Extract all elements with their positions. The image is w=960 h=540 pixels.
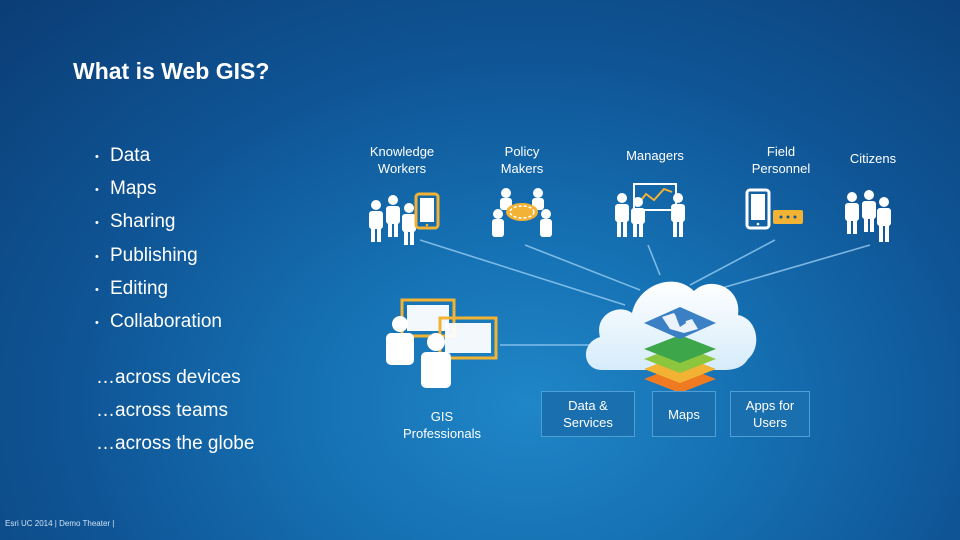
bullet-item: •Data — [95, 143, 222, 176]
role-knowledge-workers: Knowledge Workers — [369, 144, 435, 176]
apps-box: Apps for Users — [730, 391, 810, 437]
gis-workstation-icon — [386, 298, 498, 388]
meeting-icon — [492, 188, 552, 237]
role-policy-makers: Policy Makers — [500, 144, 544, 176]
across-teams: …across teams — [96, 400, 228, 421]
bullet-text: Data — [110, 145, 151, 166]
bullet-item: •Collaboration — [95, 309, 222, 342]
across-devices: …across devices — [96, 367, 241, 388]
footer-text: Esri UC 2014 | Demo Theater | — [5, 519, 115, 528]
presentation-icon — [615, 183, 685, 237]
role-gis-professionals: GIS Professionals — [402, 409, 482, 441]
bullet-text: Editing — [110, 277, 169, 299]
slide-title: What is Web GIS? — [73, 58, 270, 84]
bullet-list: •Data •Maps •Sharing •Publishing •Editin… — [95, 143, 222, 342]
bullet-item: •Sharing — [95, 209, 222, 242]
people-icon — [845, 190, 891, 242]
bullet-text: Publishing — [110, 244, 198, 266]
role-field-personnel: Field Personnel — [751, 144, 811, 176]
bullet-item: •Maps — [95, 176, 222, 209]
role-managers: Managers — [626, 148, 684, 163]
bullet-text: Collaboration — [110, 310, 222, 332]
tablet-icon — [414, 192, 440, 230]
people-icon — [369, 195, 416, 245]
bullet-text: Maps — [110, 178, 157, 200]
bullet-text: Sharing — [110, 211, 176, 233]
across-globe: …across the globe — [96, 433, 255, 454]
tablet-icon — [745, 188, 803, 230]
bullet-item: •Editing — [95, 276, 222, 309]
maps-box: Maps — [652, 391, 716, 437]
data-services-box: Data & Services — [541, 391, 635, 437]
map-layers-icon — [644, 307, 716, 393]
role-citizens: Citizens — [849, 151, 897, 166]
bullet-item: •Publishing — [95, 243, 222, 276]
